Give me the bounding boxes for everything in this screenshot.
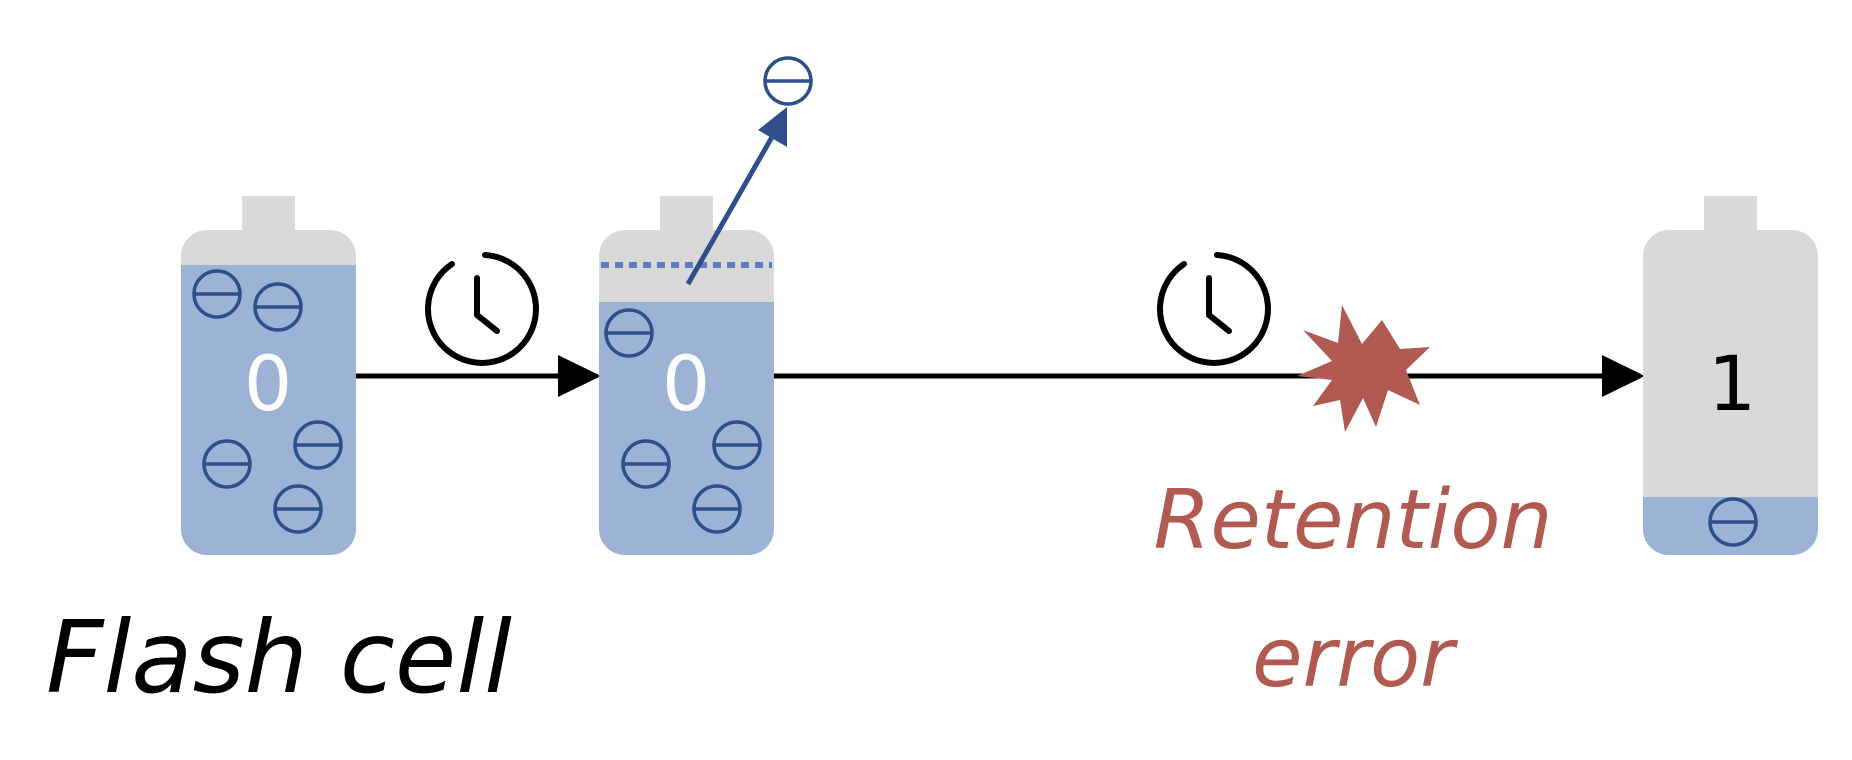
flash-cell-1: 0 bbox=[181, 196, 356, 555]
arrow-icon bbox=[356, 355, 601, 397]
electron-icon bbox=[763, 56, 813, 106]
flash-cell-3: 1 bbox=[1643, 196, 1818, 555]
cell-cap bbox=[1704, 196, 1757, 236]
clock-icon bbox=[1157, 252, 1271, 366]
flash-cell-2: 0 bbox=[599, 56, 813, 555]
cell-value: 0 bbox=[662, 339, 710, 428]
leak-arrow-icon bbox=[685, 107, 787, 286]
charge-level bbox=[181, 265, 356, 555]
cell-cap bbox=[242, 196, 295, 236]
error-burst-icon bbox=[1297, 305, 1430, 432]
cell-cap bbox=[660, 196, 713, 236]
clock-icon bbox=[425, 252, 539, 366]
charge-level bbox=[599, 302, 774, 555]
diagram-caption: Flash cell bbox=[46, 599, 512, 716]
error-label-line1: Retention bbox=[1153, 473, 1552, 568]
error-label-line2: error bbox=[1252, 611, 1458, 706]
cell-value: 1 bbox=[1708, 339, 1756, 428]
arrow-icon bbox=[774, 355, 1645, 397]
cell-value: 0 bbox=[244, 339, 292, 428]
